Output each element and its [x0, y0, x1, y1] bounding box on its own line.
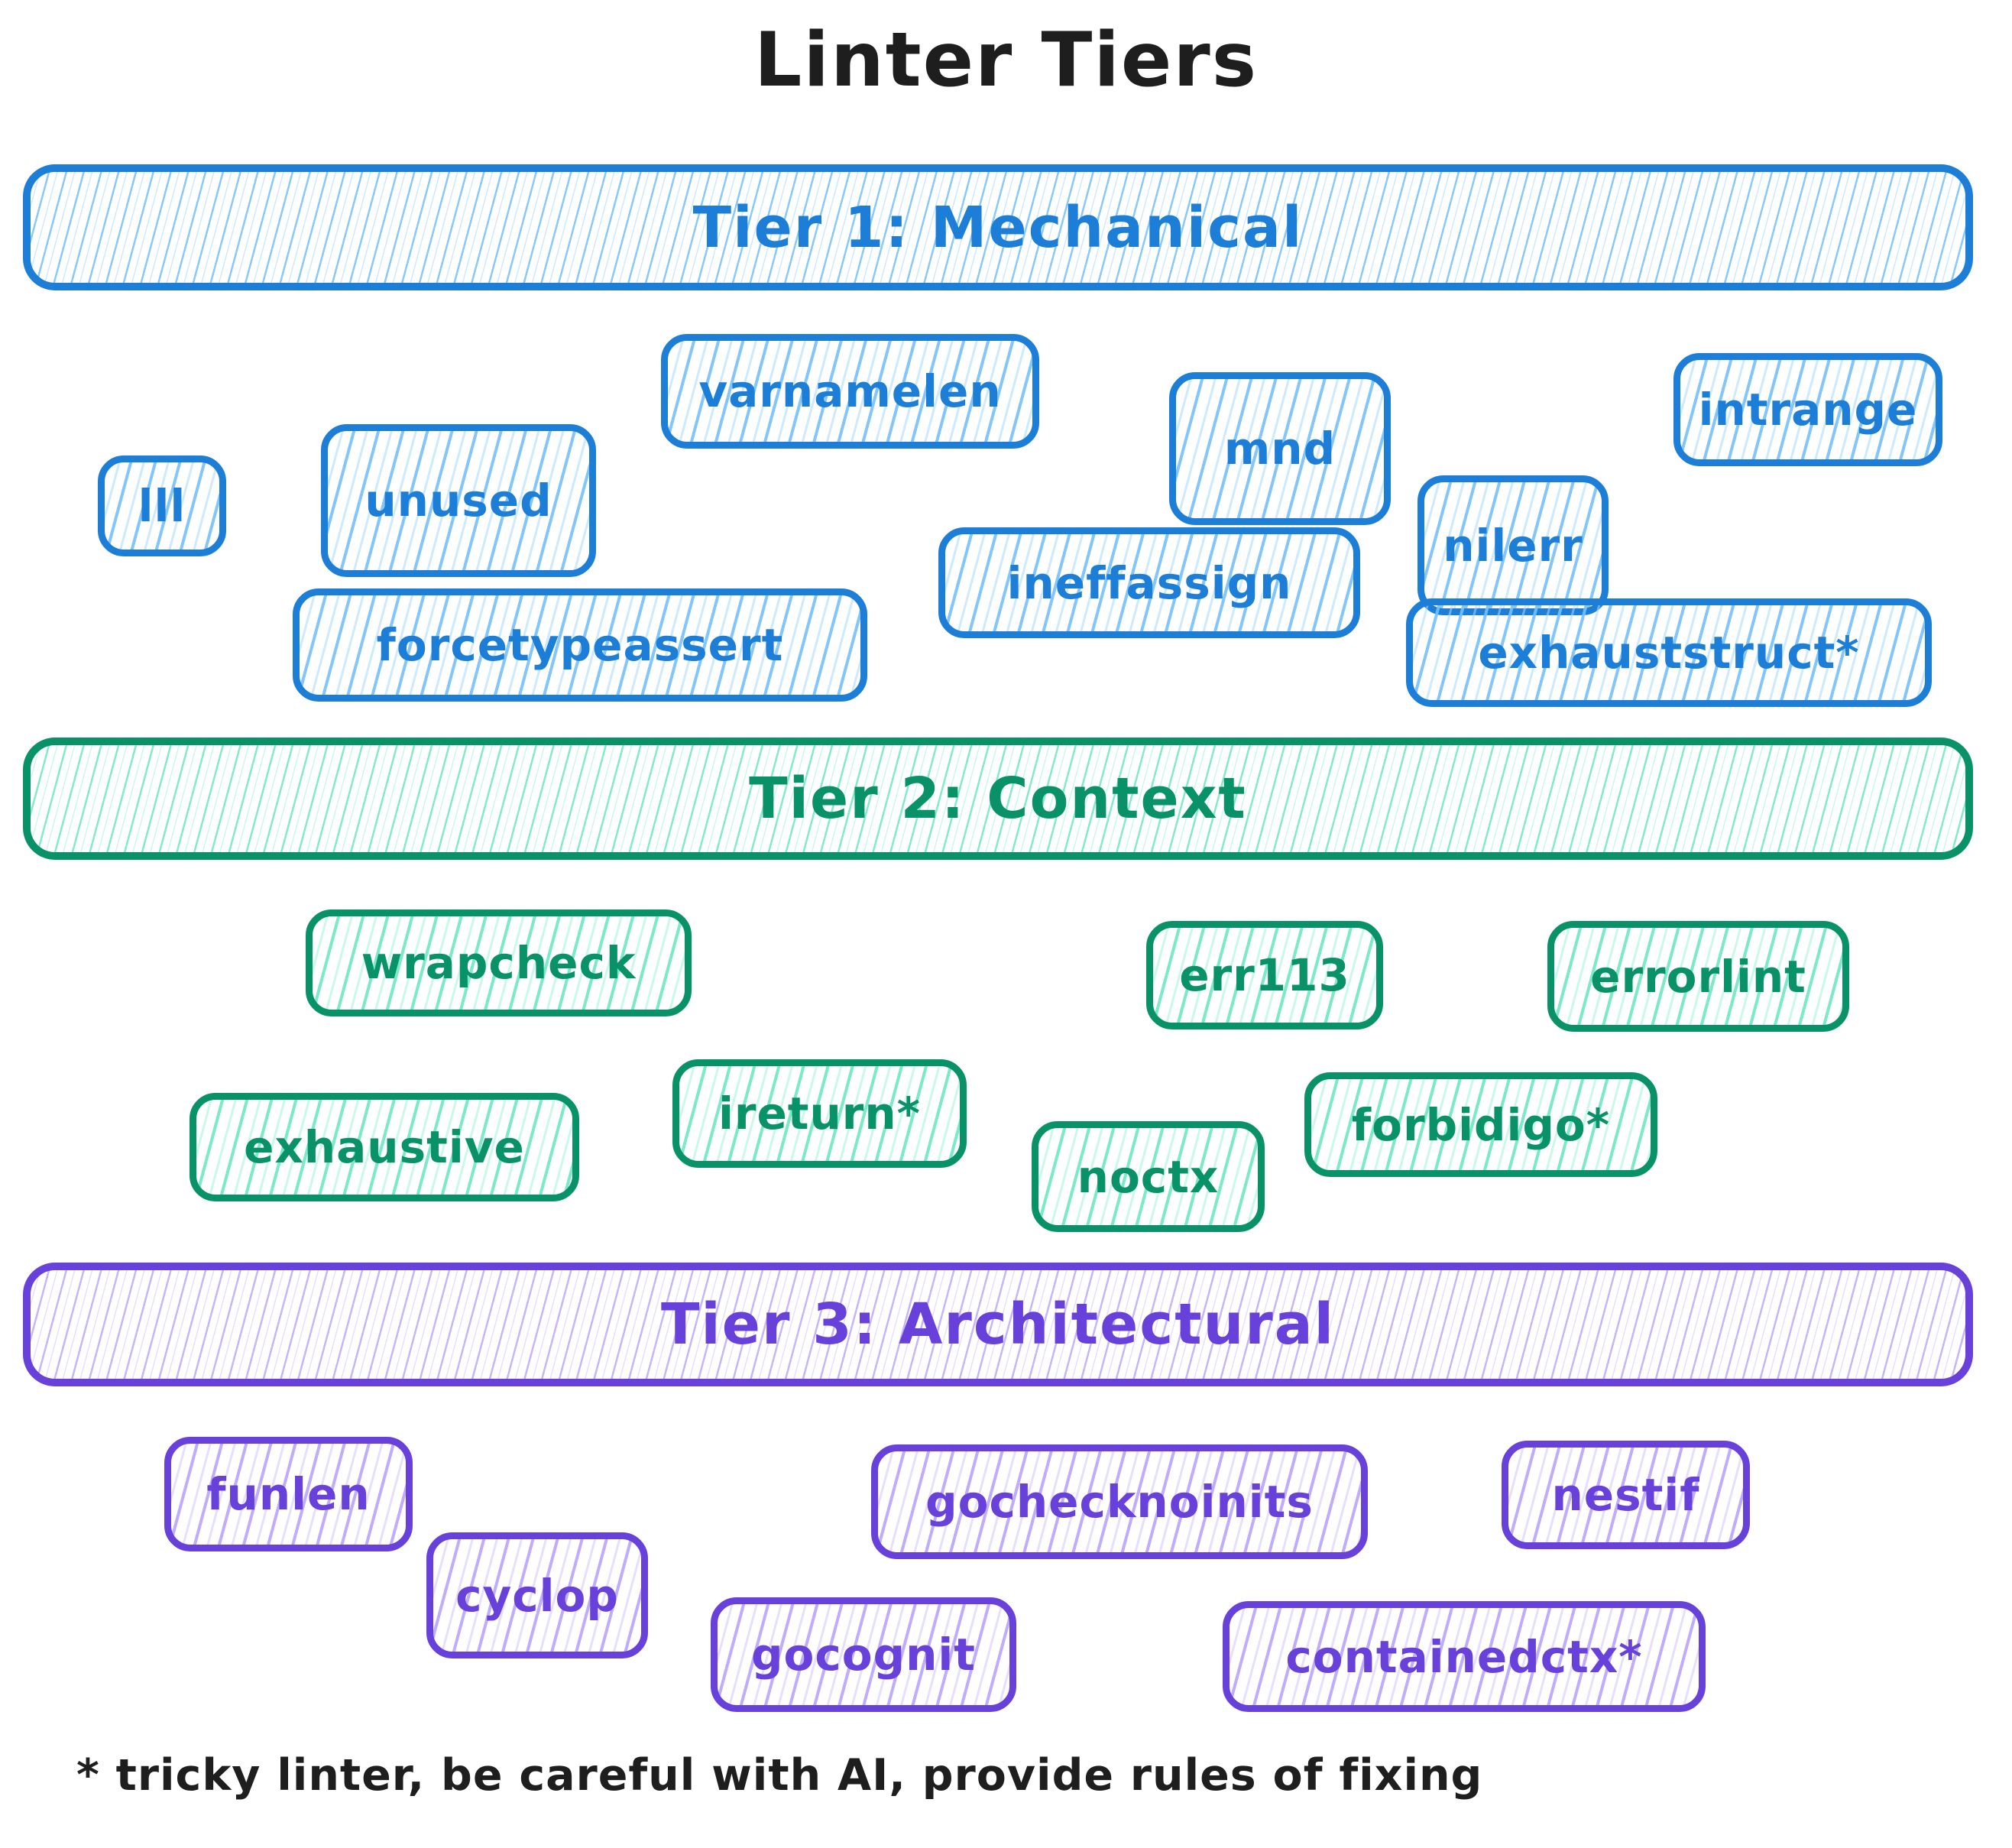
linter-label: mnd [1223, 423, 1336, 475]
linter-box-forbidigo: forbidigo* [1304, 1072, 1657, 1177]
linter-label: gochecknoinits [925, 1476, 1314, 1528]
linter-label: ireturn* [718, 1088, 922, 1140]
linter-box-mnd: mnd [1169, 372, 1391, 525]
linter-box-gochecknoinits: gochecknoinits [871, 1444, 1368, 1559]
tier3-banner-label: Tier 3: Architectural [660, 1292, 1336, 1357]
linter-label: noctx [1077, 1150, 1220, 1203]
linter-label: nilerr [1443, 519, 1583, 572]
linter-box-exhauststruct: exhauststruct* [1406, 598, 1932, 707]
linter-box-varnamelen: varnamelen [661, 334, 1039, 449]
linter-label: cyclop [455, 1569, 619, 1622]
linter-label: containedctx* [1285, 1630, 1643, 1683]
linter-box-nestif: nestif [1502, 1441, 1750, 1549]
linter-label: exhaustive [244, 1121, 525, 1173]
tier3-banner: Tier 3: Architectural [23, 1263, 1973, 1386]
linter-label: unused [364, 475, 552, 527]
linter-label: lll [138, 480, 186, 532]
linter-box-nilerr: nilerr [1417, 475, 1609, 615]
linter-label: err113 [1179, 949, 1350, 1001]
linter-box-cyclop: cyclop [426, 1532, 648, 1658]
linter-label: gocognit [750, 1629, 976, 1681]
linter-label: wrapcheck [361, 937, 637, 989]
linter-box-exhaustive: exhaustive [190, 1093, 579, 1201]
linter-label: nestif [1551, 1469, 1700, 1521]
linter-label: ineffassign [1006, 556, 1292, 609]
linter-box-ineffassign: ineffassign [938, 527, 1360, 638]
tier1-banner-label: Tier 1: Mechanical [692, 194, 1304, 261]
tier1-banner: Tier 1: Mechanical [23, 164, 1973, 290]
linter-box-intrange: intrange [1673, 353, 1942, 466]
linter-box-unused: unused [321, 424, 596, 577]
tier2-banner: Tier 2: Context [23, 738, 1973, 860]
linter-label: funlen [206, 1468, 371, 1520]
tier2-banner-label: Tier 2: Context [749, 766, 1247, 832]
linter-box-forcetypeassert: forcetypeassert [293, 588, 867, 702]
linter-box-gocognit: gocognit [711, 1597, 1016, 1712]
diagram-title: Linter Tiers [753, 17, 1259, 104]
linter-box-funlen: funlen [164, 1437, 413, 1551]
linter-label: varnamelen [698, 365, 1002, 417]
linter-box-err113: err113 [1146, 921, 1383, 1029]
footnote: * tricky linter, be careful with AI, pro… [76, 1750, 1483, 1801]
linter-label: exhauststruct* [1478, 627, 1860, 679]
linter-box-noctx: noctx [1032, 1121, 1265, 1232]
linter-box-containedctx: containedctx* [1223, 1601, 1706, 1712]
linter-label: forbidigo* [1351, 1098, 1611, 1151]
linter-box-wrapcheck: wrapcheck [306, 909, 692, 1016]
linter-label: forcetypeassert [376, 619, 784, 671]
linter-box-errorlint: errorlint [1547, 921, 1849, 1032]
linter-label: intrange [1698, 384, 1918, 436]
linter-box-lll: lll [98, 456, 226, 556]
linter-label: errorlint [1590, 950, 1806, 1003]
linter-box-ireturn: ireturn* [672, 1059, 967, 1168]
